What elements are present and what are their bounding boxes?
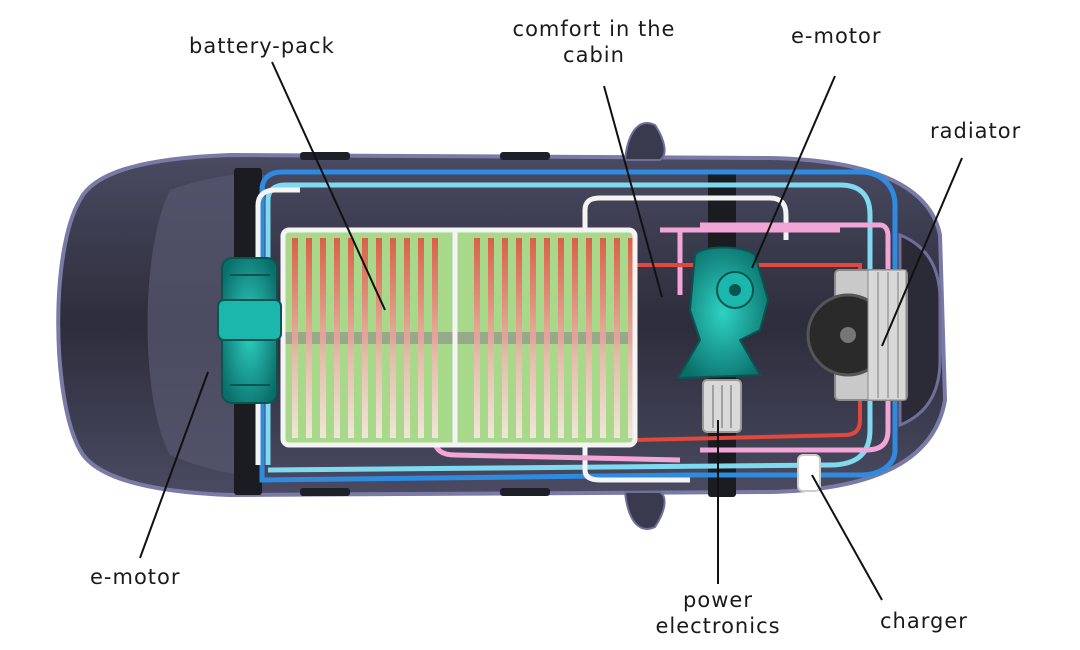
label-comfort-line1: comfort in the — [512, 17, 676, 41]
battery-pack — [280, 227, 638, 448]
battery-cell-stripe — [320, 238, 326, 438]
coolant-loop-hot — [634, 263, 862, 442]
battery-cell-stripe — [474, 238, 480, 438]
battery-cell-stripe — [334, 238, 340, 438]
label-battery-pack: battery-pack — [189, 34, 335, 58]
label-emotor-rear: e-motor — [791, 24, 882, 48]
label-power-line1: power — [683, 588, 753, 612]
battery-cell-stripe — [530, 238, 536, 438]
label-radiator: radiator — [930, 119, 1022, 143]
leader-radiator — [881, 157, 963, 347]
leader-comfort — [603, 85, 663, 298]
mirror-bottom — [623, 491, 666, 530]
leader-emotor-rear — [751, 75, 836, 269]
leader-emotor-front — [139, 371, 209, 559]
battery-cell-stripe — [572, 238, 578, 438]
label-power-line2: electronics — [655, 614, 781, 638]
charger-unit — [797, 454, 821, 492]
coolant-loop-white — [255, 187, 789, 483]
battery-cell-stripe — [488, 238, 494, 438]
battery-cell-stripe — [586, 238, 592, 438]
battery-cell-stripe — [376, 238, 382, 438]
battery-cell-stripe — [418, 238, 424, 438]
leader-charger — [811, 474, 883, 601]
battery-cell-stripe — [292, 238, 298, 438]
front-e-motor — [217, 257, 282, 404]
battery-cell-stripe — [502, 238, 508, 438]
label-charger: charger — [880, 609, 968, 633]
leader-battery-pack — [271, 61, 386, 311]
battery-cell-stripe — [432, 238, 438, 438]
mirror-top — [623, 122, 666, 161]
battery-cell-stripe — [348, 238, 354, 438]
battery-cell-stripe — [600, 238, 606, 438]
rear-e-motor — [676, 246, 770, 380]
battery-cell-stripe — [614, 238, 620, 438]
battery-cell-stripe — [516, 238, 522, 438]
label-emotor-front: e-motor — [90, 565, 181, 589]
battery-cell-stripe — [404, 238, 410, 438]
battery-cell-stripe — [390, 238, 396, 438]
battery-cell-stripe — [544, 238, 550, 438]
coolant-loop-blue — [259, 169, 898, 483]
battery-cell-stripe — [628, 238, 634, 438]
label-comfort-line2: cabin — [563, 43, 625, 67]
battery-cell-stripe — [558, 238, 564, 438]
power-electronics-unit — [702, 379, 742, 433]
battery-cell-stripe — [362, 238, 368, 438]
battery-cell-stripe — [306, 238, 312, 438]
battery-cells — [292, 238, 634, 438]
